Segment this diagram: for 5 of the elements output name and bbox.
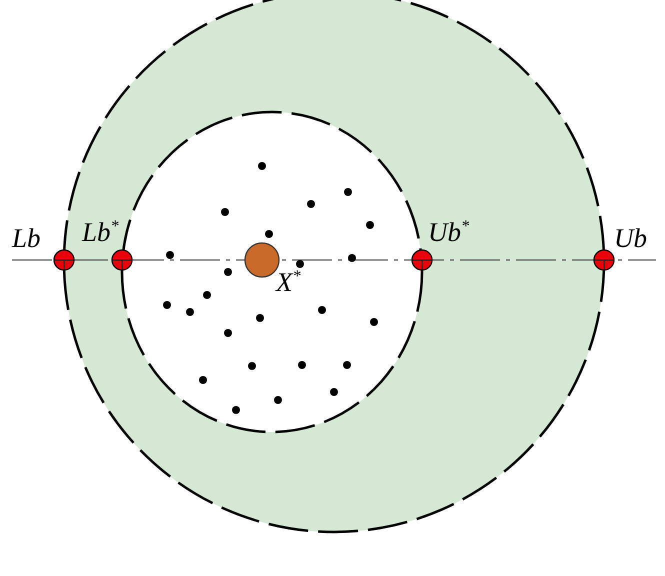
point-label: Lb: [12, 225, 41, 252]
point-label: Ub$^{*}$: [428, 218, 470, 246]
point-label: Lb$^{*}$: [82, 218, 119, 246]
point-label: Ub: [614, 225, 647, 252]
point-label: X$^{*}$: [276, 268, 301, 296]
